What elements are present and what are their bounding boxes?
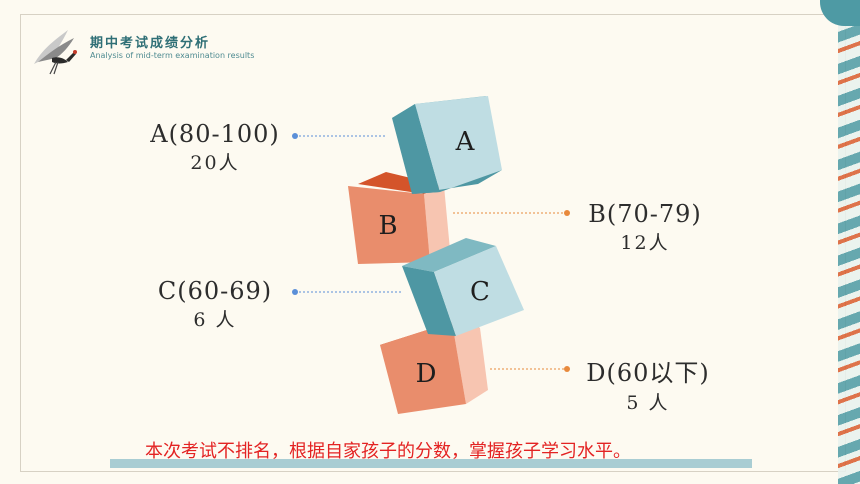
cube-c: C (402, 238, 524, 336)
cube-d: D (380, 322, 488, 414)
grade-count-a: 20人 (190, 152, 240, 174)
grade-range-d: D(60以下) (586, 359, 710, 387)
cube-letter-b: B (378, 211, 397, 241)
grade-range-c: C(60-69) (157, 277, 273, 305)
cube-letter-c: C (470, 277, 490, 307)
grade-label-d: D(60以下) 5 人 (568, 353, 728, 415)
grade-range-a: A(80-100) (150, 120, 280, 148)
cube-letter-d: D (416, 359, 437, 389)
grade-count-c: 6 人 (193, 309, 237, 331)
grade-count-b: 12人 (620, 232, 670, 254)
footer-bar (110, 459, 752, 468)
crane-logo-icon (34, 30, 77, 75)
page-subtitle: Analysis of mid-term examination results (90, 51, 255, 60)
grade-range-b: B(70-79) (588, 200, 702, 228)
grade-label-a: A(80-100) 20人 (140, 120, 290, 175)
footer-note: 本次考试不排名，根据自家孩子的分数，掌握孩子学习水平。 (145, 441, 631, 462)
grade-label-b: B(70-79) 12人 (570, 200, 720, 255)
grade-count-d: 5 人 (626, 392, 670, 414)
page-title: 期中考试成绩分析 (90, 36, 211, 51)
decorative-pattern-strip (838, 0, 860, 484)
cube-letter-a: A (455, 127, 476, 157)
cube-a: A (392, 96, 502, 194)
grade-label-c: C(60-69) 6 人 (140, 277, 290, 332)
grade-cubes: D B A C (348, 96, 524, 414)
